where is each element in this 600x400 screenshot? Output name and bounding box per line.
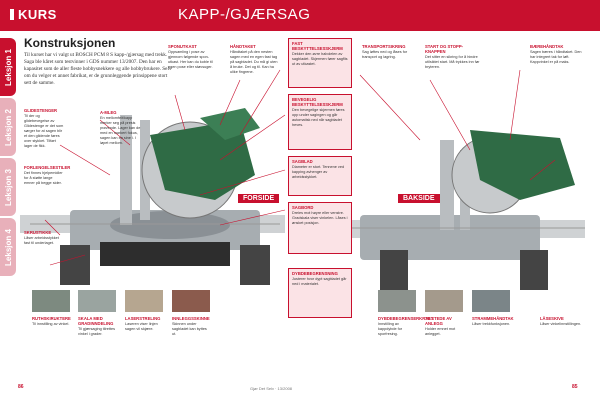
page-number-right: 85 bbox=[572, 384, 578, 390]
page-title: KAPP-/GJÆRSAG bbox=[178, 6, 311, 23]
tab-leksjon-2[interactable]: Leksjon 2 bbox=[0, 98, 16, 156]
callout-lines bbox=[44, 69, 556, 266]
left-saw-icon bbox=[20, 108, 285, 285]
tab-leksjon-3[interactable]: Leksjon 3 bbox=[0, 158, 16, 216]
tab-leksjon-4[interactable]: Leksjon 4 bbox=[0, 218, 16, 276]
article-intro: Til kurset har vi valgt ut BOSCH PCM 8 S… bbox=[24, 52, 172, 87]
page-header: KURS KAPP-/GJÆRSAG bbox=[0, 0, 600, 31]
thumb-image bbox=[425, 290, 463, 312]
footer-credit: Gjør Det Selv · 13/2008 bbox=[250, 386, 293, 391]
tab-leksjon-1[interactable]: Leksjon 1 bbox=[0, 38, 16, 96]
page-number-left: 86 bbox=[18, 384, 24, 390]
thumb-image bbox=[172, 290, 210, 312]
thumb-image bbox=[78, 290, 116, 312]
thumb-image bbox=[32, 290, 70, 312]
thumb-image bbox=[125, 290, 163, 312]
label-bakside: BAKSIDE bbox=[398, 194, 440, 203]
label-forside: FORSIDE bbox=[238, 194, 280, 203]
thumb-image bbox=[378, 290, 416, 312]
right-saw-icon bbox=[315, 130, 585, 290]
article-heading: Konstruksjonen bbox=[24, 36, 116, 50]
section-label: KURS bbox=[10, 7, 57, 22]
thumb-image bbox=[472, 290, 510, 312]
